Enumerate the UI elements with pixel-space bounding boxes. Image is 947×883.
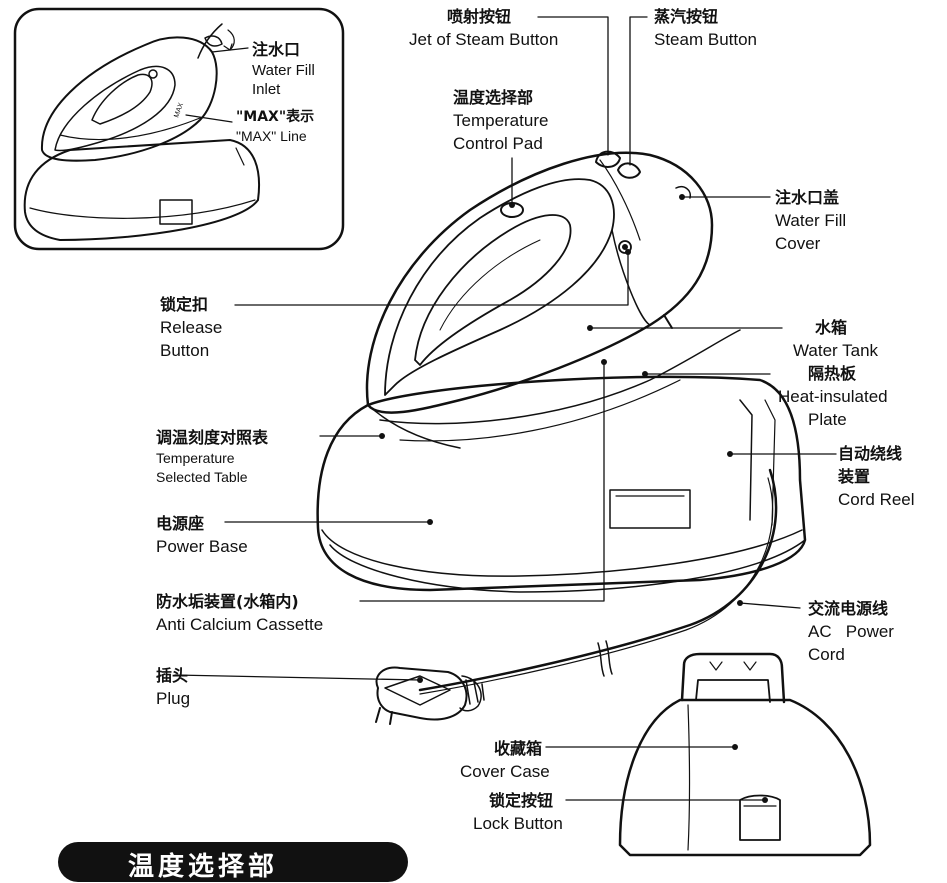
water-fill-inlet-label: 注水口 Water Fill Inlet [252,40,315,98]
ac-power-cord-label: 交流电源线 AC Power Cord [808,599,894,664]
inset-power-base [23,139,261,241]
release-button-label: 锁定扣 Release Button [160,295,223,360]
steam-button-label: 蒸汽按钮 Steam Button [654,7,758,49]
temperature-control-pad-label: 温度选择部 Temperature Control Pad [453,88,549,153]
iron-diagram-art: MAX [13,7,872,857]
power-base-shape [316,375,807,593]
heat-insulated-plate-label: 隔热板 Heat-insulated Plate [778,364,888,429]
leader-dots [379,194,768,803]
anti-calcium-cassette-label: 防水垢装置(水箱内) Anti Calcium Cassette [156,592,324,634]
inset-frame [13,7,345,251]
cover-case-label: 收藏箱 Cover Case [460,739,550,781]
leader-lines [174,16,837,801]
water-fill-cover-label: 注水口盖 Water Fill Cover [775,188,847,253]
temperature-table-label: 调温刻度对照表 Temperature Selected Table [156,428,269,485]
plug-shape [375,666,485,725]
power-base-label: 电源座 Power Base [156,514,248,556]
section-heading-text: 温度选择部 [128,852,279,882]
cord-reel-label: 自动绕线 装置 Cord Reel [838,444,915,509]
section-heading-tab: 温度选择部 [58,842,408,882]
max-line-label: "MAX"表示 "MAX" Line [236,109,315,144]
jet-steam-button-label: 喷射按钮 Jet of Steam Button [409,7,559,49]
power-cord-shape [418,468,778,695]
lock-button-label: 锁定按钮 Lock Button [473,791,563,833]
inset-max-badge: MAX [173,102,185,119]
iron-body-shape [365,150,741,442]
plug-label: 插头 Plug [156,666,191,708]
inset-iron-body [40,23,235,162]
water-tank-label: 水箱 Water Tank [793,318,879,360]
cover-case-shape [618,652,872,857]
